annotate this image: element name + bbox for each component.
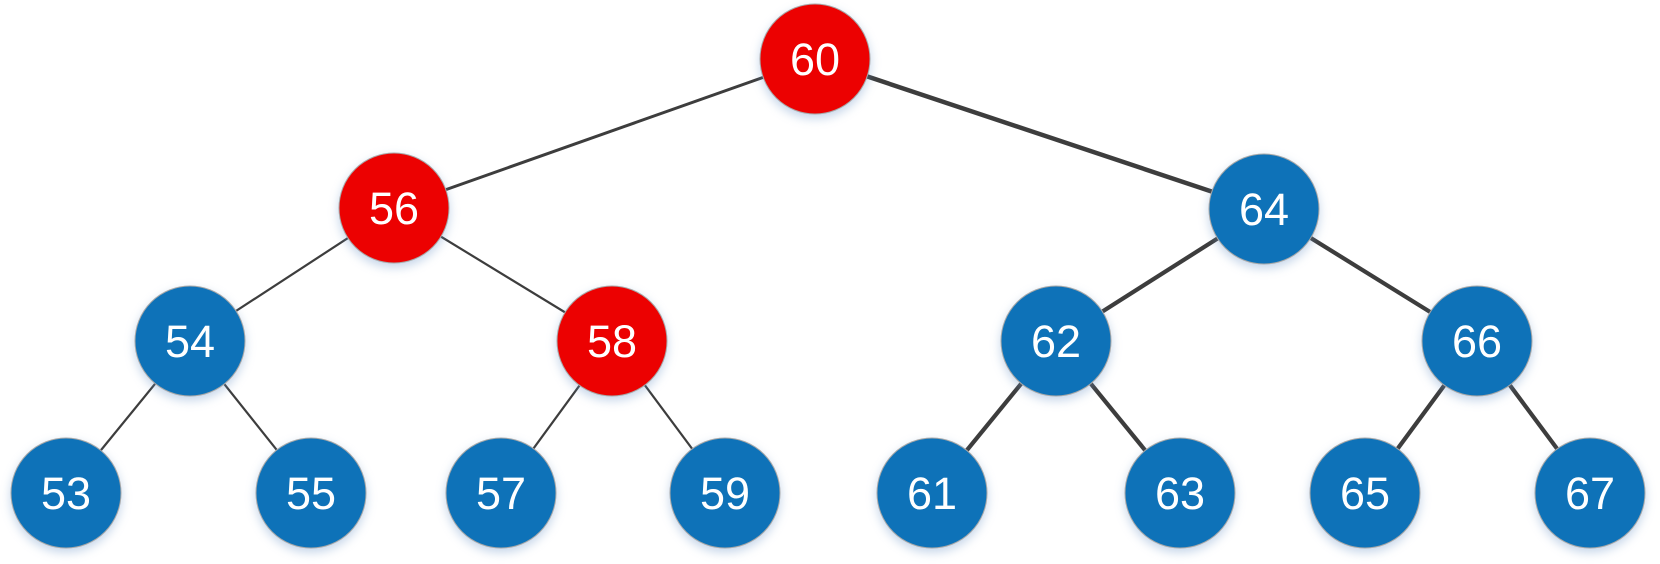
tree-edges-layer <box>65 56 1592 495</box>
tree-node-circle-60 <box>759 3 871 115</box>
tree-node-54: 54 <box>134 285 246 397</box>
tree-node-circle-56 <box>338 152 450 264</box>
tree-node-66: 66 <box>1421 285 1533 397</box>
tree-node-label-54: 54 <box>165 316 215 367</box>
tree-node-62: 62 <box>1000 285 1112 397</box>
tree-node-circle-67 <box>1534 437 1646 549</box>
tree-node-circle-53 <box>10 437 122 549</box>
tree-node-circle-59 <box>669 437 781 549</box>
tree-node-58: 58 <box>556 285 668 397</box>
tree-node-label-62: 62 <box>1031 316 1081 367</box>
tree-node-63: 63 <box>1124 437 1236 549</box>
tree-node-label-66: 66 <box>1452 316 1502 367</box>
tree-node-56: 56 <box>338 152 450 264</box>
tree-node-label-60: 60 <box>790 34 840 85</box>
tree-node-57: 57 <box>445 437 557 549</box>
tree-node-circle-55 <box>255 437 367 549</box>
tree-node-67: 67 <box>1534 437 1646 549</box>
tree-node-label-55: 55 <box>286 468 336 519</box>
tree-node-60: 60 <box>759 3 871 115</box>
tree-node-circle-65 <box>1309 437 1421 549</box>
tree-edge-60-56 <box>393 57 816 210</box>
tree-node-label-59: 59 <box>700 468 750 519</box>
tree-node-circle-54 <box>134 285 246 397</box>
tree-node-label-53: 53 <box>41 468 91 519</box>
tree-node-61: 61 <box>876 437 988 549</box>
tree-node-55: 55 <box>255 437 367 549</box>
tree-edge-60-64 <box>814 56 1265 212</box>
tree-node-circle-64 <box>1208 153 1320 265</box>
tree-node-label-57: 57 <box>476 468 526 519</box>
tree-node-64: 64 <box>1208 153 1320 265</box>
tree-node-label-56: 56 <box>369 183 419 234</box>
tree-node-label-58: 58 <box>587 316 637 367</box>
tree-node-circle-62 <box>1000 285 1112 397</box>
tree-node-circle-61 <box>876 437 988 549</box>
tree-node-label-63: 63 <box>1155 468 1205 519</box>
tree-node-label-65: 65 <box>1340 468 1390 519</box>
tree-node-circle-66 <box>1421 285 1533 397</box>
tree-node-circle-57 <box>445 437 557 549</box>
tree-node-label-64: 64 <box>1239 184 1289 235</box>
tree-node-53: 53 <box>10 437 122 549</box>
tree-node-circle-63 <box>1124 437 1236 549</box>
tree-nodes-layer: 60 56 64 54 58 62 66 53 55 57 59 61 63 65 67 <box>10 3 1646 549</box>
tree-node-59: 59 <box>669 437 781 549</box>
tree-node-label-67: 67 <box>1565 468 1615 519</box>
tree-node-label-61: 61 <box>907 468 957 519</box>
tree-node-circle-58 <box>556 285 668 397</box>
tree-node-65: 65 <box>1309 437 1421 549</box>
